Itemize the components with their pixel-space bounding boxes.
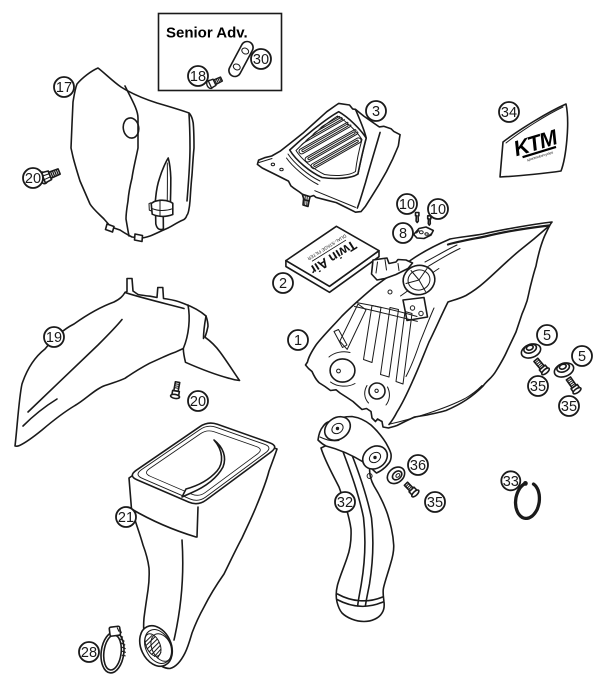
- svg-text:36: 36: [410, 458, 426, 474]
- svg-text:20: 20: [25, 171, 41, 187]
- svg-text:20: 20: [190, 394, 206, 410]
- svg-text:5: 5: [543, 328, 551, 344]
- svg-text:Senior Adv.: Senior Adv.: [166, 25, 248, 42]
- svg-text:sportmotorcycles: sportmotorcycles: [527, 150, 554, 162]
- svg-text:1: 1: [294, 333, 302, 349]
- svg-text:19: 19: [46, 330, 62, 346]
- svg-text:34: 34: [501, 105, 517, 121]
- svg-text:21: 21: [118, 510, 134, 526]
- svg-text:17: 17: [56, 80, 72, 96]
- svg-text:5: 5: [578, 349, 586, 365]
- svg-text:30: 30: [253, 52, 269, 68]
- svg-text:35: 35: [561, 399, 577, 415]
- svg-text:10: 10: [399, 197, 415, 213]
- svg-text:35: 35: [427, 495, 443, 511]
- svg-text:3: 3: [372, 104, 380, 120]
- svg-text:8: 8: [399, 226, 407, 242]
- svg-text:33: 33: [503, 474, 519, 490]
- svg-text:35: 35: [530, 379, 546, 395]
- svg-text:10: 10: [430, 202, 446, 218]
- svg-text:2: 2: [279, 276, 287, 292]
- svg-text:18: 18: [190, 69, 206, 85]
- svg-text:28: 28: [81, 645, 97, 661]
- svg-text:32: 32: [337, 495, 353, 511]
